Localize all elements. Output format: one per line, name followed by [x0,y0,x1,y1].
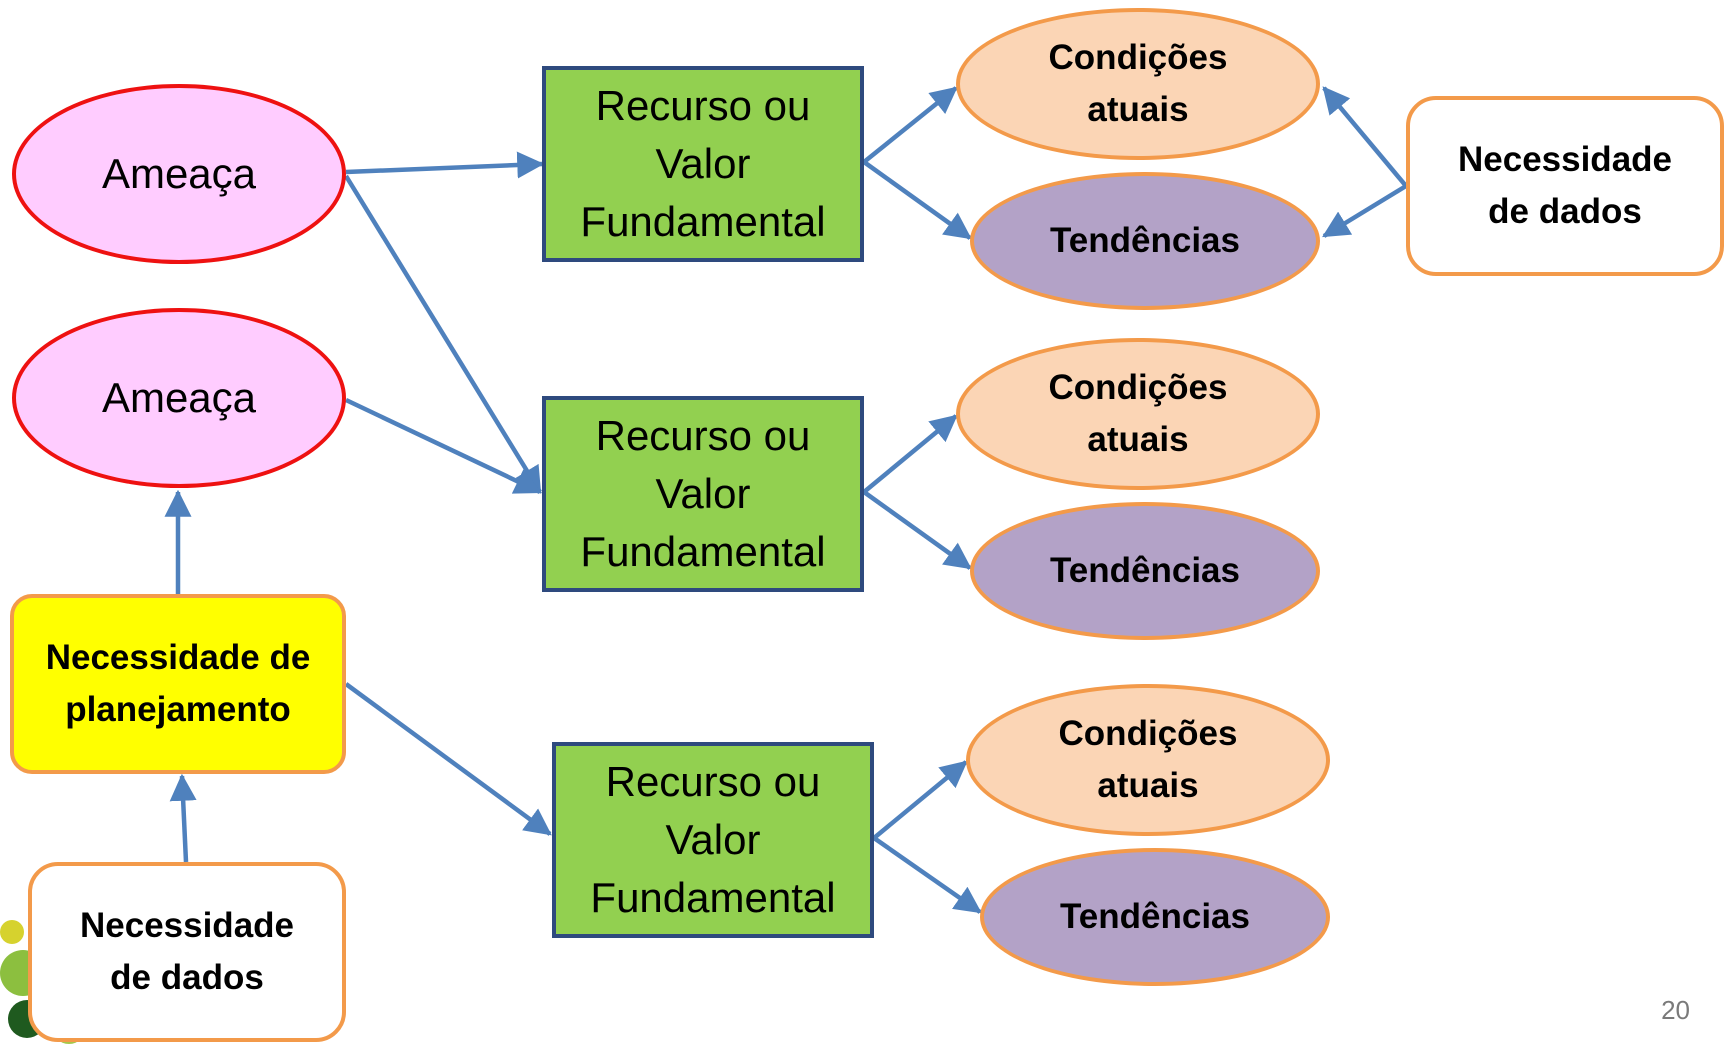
logo-dot [0,920,24,944]
threat-ellipse: Ameaça [12,84,346,264]
resource-box: Recurso ou Valor Fundamental [542,66,864,262]
data-need-label: Necessidade de dados [79,905,295,998]
threat-label: Ameaça [101,374,257,421]
resource-label: Recurso ou Valor Fundamental [580,412,826,575]
data-need-box: Necessidade de dados [1406,96,1724,276]
planning-need-label: Necessidade de planejamento [45,637,311,730]
arrow-resource3-to-conditions3 [872,760,968,840]
threat-ellipse: Ameaça [12,308,346,488]
arrow-threat1-to-resource2 [344,174,542,494]
resource-box: Recurso ou Valor Fundamental [542,396,864,592]
current-conditions-label: Condições atuais [1048,367,1228,460]
data-need-box: Necessidade de dados [28,862,346,1042]
arrow-data-to-conditions1 [1322,86,1408,188]
resource-label: Recurso ou Valor Fundamental [580,82,826,245]
trends-label: Tendências [1050,221,1240,260]
arrow-data-to-planning [169,773,197,863]
current-conditions-ellipse: Condições atuais [956,338,1320,490]
arrow-resource3-to-trends3 [872,836,982,914]
threat-label: Ameaça [101,150,257,197]
resource-label: Recurso ou Valor Fundamental [590,758,836,921]
arrow-resource2-to-trends2 [862,490,972,570]
current-conditions-label: Condições atuais [1048,37,1228,130]
trends-ellipse: Tendências [970,172,1320,310]
current-conditions-ellipse: Condições atuais [966,684,1330,836]
planning-need-box: Necessidade de planejamento [10,594,346,774]
arrow-threat2-to-resource2 [345,397,543,495]
arrow-resource2-to-conditions2 [862,414,958,494]
arrow-planning-to-resource3 [344,682,552,836]
resource-box: Recurso ou Valor Fundamental [552,742,874,938]
data-need-label: Necessidade de dados [1457,139,1673,232]
current-conditions-ellipse: Condições atuais [956,8,1320,160]
arrow-resource1-to-conditions1 [862,86,958,164]
arrow-resource1-to-trends1 [862,160,972,240]
arrow-threat1-to-resource1 [345,151,545,179]
arrow-data-to-trends1 [1322,184,1408,238]
page-number: 20 [1661,995,1690,1025]
trends-ellipse: Tendências [980,848,1330,986]
trends-label: Tendências [1060,897,1250,936]
trends-label: Tendências [1050,551,1240,590]
current-conditions-label: Condições atuais [1058,713,1238,806]
trends-ellipse: Tendências [970,502,1320,640]
